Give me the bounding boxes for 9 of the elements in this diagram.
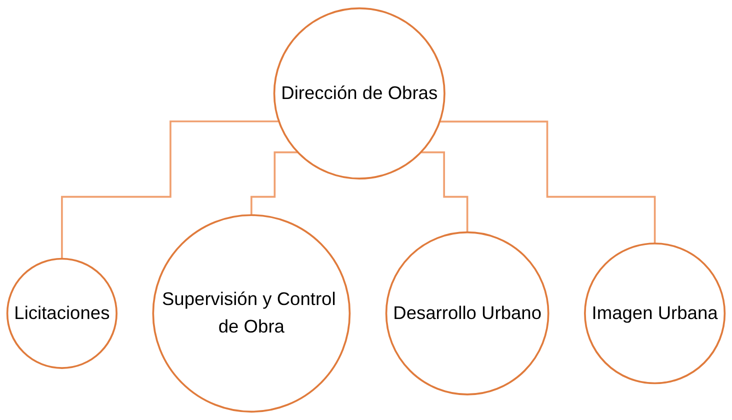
connector xyxy=(250,151,298,216)
node-circle: Imagen Urbana xyxy=(584,242,726,384)
connector xyxy=(440,120,656,244)
node-circle: Desarrollo Urbano xyxy=(385,231,550,396)
node-circle: Licitaciones xyxy=(6,258,118,369)
node-circle: Supervisión y Control de Obra xyxy=(152,214,351,413)
connector xyxy=(420,151,468,234)
node-circle: Dirección de Obras xyxy=(273,7,446,180)
connector xyxy=(61,120,279,260)
